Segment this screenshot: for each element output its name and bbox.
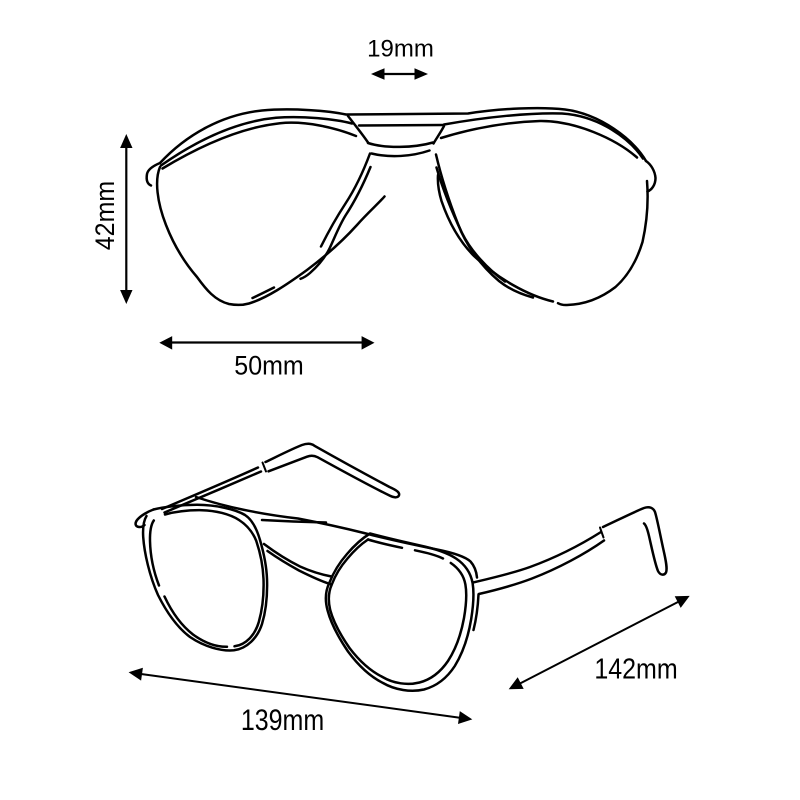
svg-text:50mm: 50mm [234, 352, 303, 381]
svg-text:42mm: 42mm [89, 181, 120, 250]
svg-text:142mm: 142mm [594, 653, 677, 685]
svg-text:139mm: 139mm [241, 703, 324, 736]
svg-text:19mm: 19mm [367, 36, 434, 63]
